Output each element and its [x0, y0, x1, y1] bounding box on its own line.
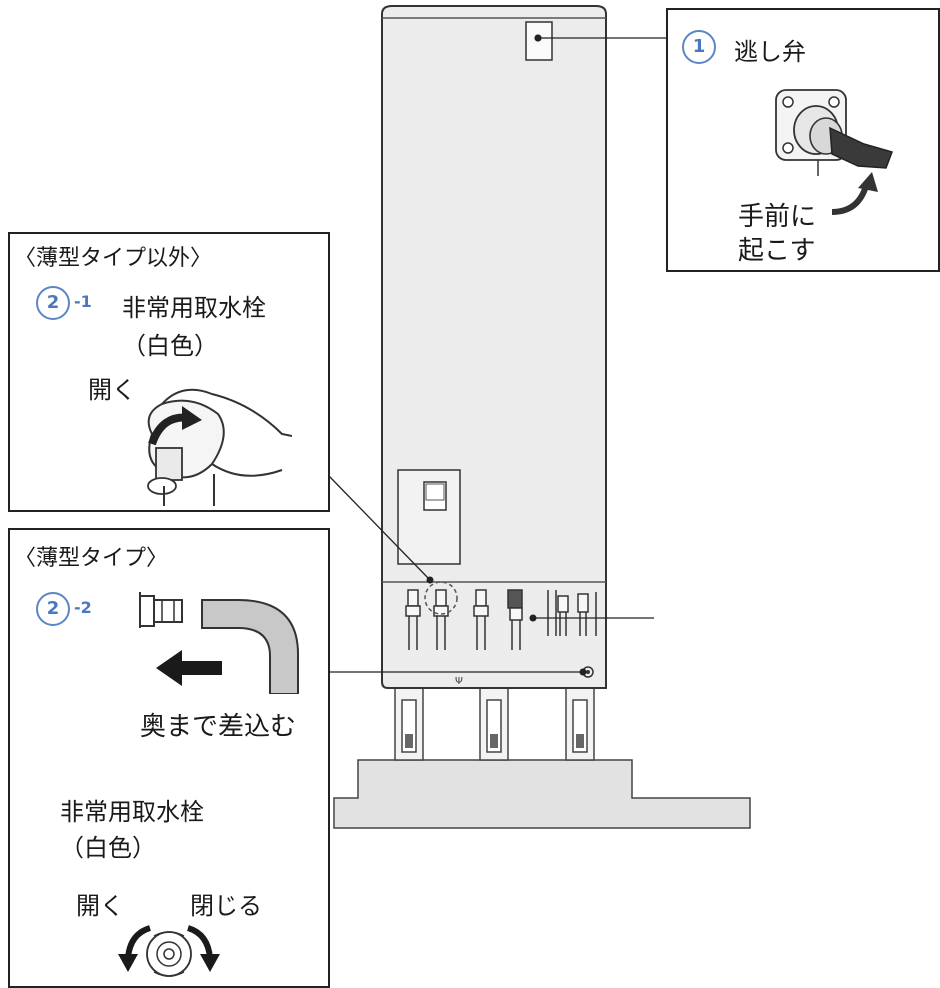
- step-number-2-2: 2: [36, 592, 70, 626]
- standard-tap-color: （白色）: [122, 332, 218, 360]
- svg-text:Ψ: Ψ: [455, 676, 463, 687]
- step-number-1: 1: [682, 30, 716, 64]
- standard-type-callout: 〈薄型タイプ以外〉 2 -1 非常用取水栓 （白色） 開く: [8, 232, 330, 512]
- lift-arrow-icon: [831, 172, 878, 215]
- ground-base: [333, 759, 751, 829]
- piping: [405, 589, 597, 650]
- slim-close-label: 閉じる: [190, 892, 262, 920]
- leader-lines: [328, 34, 666, 676]
- tank-legs: [394, 687, 595, 761]
- rotate-arrows-icon: [118, 925, 220, 977]
- relief-valve-instruction-1: 手前に: [738, 202, 817, 232]
- relief-valve-label: 逃し弁: [734, 38, 806, 66]
- relief-valve-instruction-2: 起こす: [738, 236, 816, 266]
- step-suffix-1: -1: [74, 292, 92, 311]
- tap-highlight-circle: [424, 581, 458, 615]
- slim-type-heading: 〈薄型タイプ〉: [14, 546, 169, 571]
- relief-valve-callout: 1 逃し弁 手前に 起こす: [666, 8, 940, 272]
- slim-tap-label: 非常用取水栓: [60, 798, 204, 826]
- hose-insert-icon: [139, 592, 299, 694]
- slim-open-label: 開く: [76, 892, 124, 920]
- slim-tap-color: （白色）: [60, 834, 156, 862]
- tank-body: Ψ: [381, 5, 607, 689]
- step-number-2-1: 2: [36, 286, 70, 320]
- step-suffix-2: -2: [74, 598, 92, 617]
- push-arrow-icon: [156, 650, 222, 686]
- slim-type-callout: 〈薄型タイプ〉 2 -2 奥まで差込む 非常用取水栓 （白色） 開く 閉じる: [8, 528, 330, 988]
- insert-label: 奥まで差込む: [140, 712, 297, 742]
- standard-open-label: 開く: [88, 376, 136, 404]
- standard-tap-label: 非常用取水栓: [122, 294, 266, 322]
- standard-type-heading: 〈薄型タイプ以外〉: [14, 246, 213, 271]
- faucet-hand-icon: [147, 388, 292, 506]
- valve-lever-icon: [775, 89, 893, 176]
